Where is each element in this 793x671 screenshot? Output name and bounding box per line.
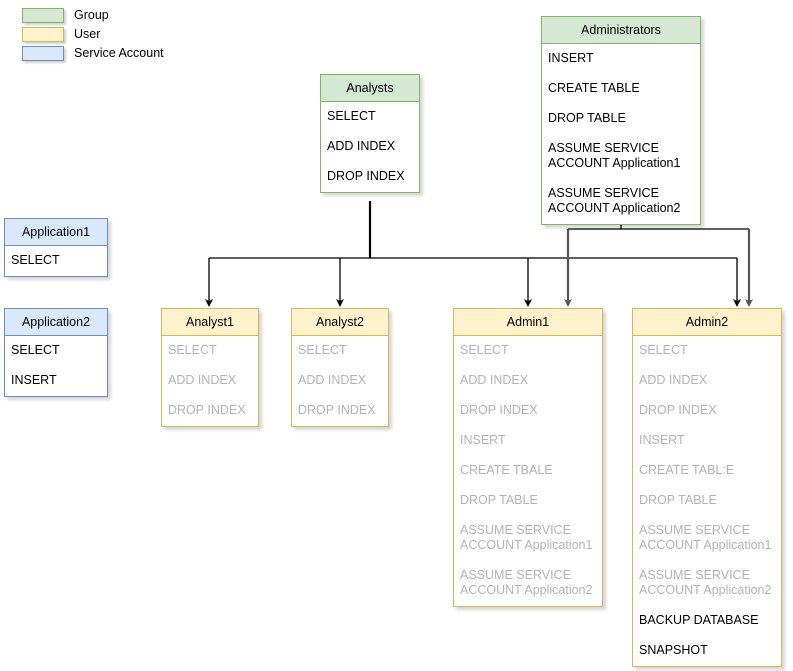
permission-item: INSERT — [460, 433, 506, 447]
permission-item: SELECT — [11, 343, 60, 357]
node-admin1-title: Admin1 — [454, 309, 602, 336]
legend-swatch-group — [22, 8, 64, 23]
node-analyst1-permissions: SELECT ADD INDEX DROP INDEX — [162, 336, 258, 426]
legend-label-group: Group — [74, 8, 109, 22]
permission-item: INSERT — [639, 433, 685, 447]
node-application1-title: Application1 — [5, 219, 107, 246]
permission-item: ASSUME SERVICE ACCOUNT Application2 — [639, 568, 772, 597]
permission-item: DROP INDEX — [460, 403, 538, 417]
legend-swatch-service-account — [22, 46, 64, 61]
permission-item: DROP INDEX — [327, 169, 405, 183]
legend-label-service-account: Service Account — [74, 46, 164, 60]
permission-item: DROP TABLE — [639, 493, 717, 507]
node-administrators[interactable]: Administrators INSERT CREATE TABLE DROP … — [541, 16, 701, 225]
legend-swatch-user — [22, 27, 64, 42]
permission-item: ADD INDEX — [460, 373, 529, 387]
node-administrators-title: Administrators — [542, 17, 700, 44]
legend-label-user: User — [74, 27, 101, 41]
node-application1-permissions: SELECT — [5, 246, 107, 276]
node-analyst1-title: Analyst1 — [162, 309, 258, 336]
node-admin1-permissions: SELECT ADD INDEX DROP INDEX INSERT CREAT… — [454, 336, 602, 606]
node-analysts-title: Analysts — [321, 75, 419, 102]
node-application2-title: Application2 — [5, 309, 107, 336]
permission-item: SELECT — [11, 253, 60, 267]
node-analyst2-permissions: SELECT ADD INDEX DROP INDEX — [292, 336, 388, 426]
permission-item: INSERT — [11, 373, 57, 387]
permission-item: SELECT — [639, 343, 688, 357]
node-admin2-permissions: SELECT ADD INDEX DROP INDEX INSERT CREAT… — [633, 336, 781, 666]
permission-item: ADD INDEX — [168, 373, 237, 387]
node-application2[interactable]: Application2 SELECT INSERT — [4, 308, 108, 397]
node-application2-permissions: SELECT INSERT — [5, 336, 107, 396]
node-analyst2-title: Analyst2 — [292, 309, 388, 336]
permission-item: ASSUME SERVICE ACCOUNT Application2 — [548, 186, 681, 215]
permission-item: DROP INDEX — [168, 403, 246, 417]
permission-item: ADD INDEX — [639, 373, 708, 387]
node-admin2[interactable]: Admin2 SELECT ADD INDEX DROP INDEX INSER… — [632, 308, 782, 667]
node-analyst1[interactable]: Analyst1 SELECT ADD INDEX DROP INDEX — [161, 308, 259, 427]
permission-item: ASSUME SERVICE ACCOUNT Application1 — [460, 523, 593, 552]
node-admin2-title: Admin2 — [633, 309, 781, 336]
permission-item: DROP TABLE — [460, 493, 538, 507]
permission-item: INSERT — [548, 51, 594, 65]
permission-item: DROP INDEX — [298, 403, 376, 417]
node-analysts-permissions: SELECT ADD INDEX DROP INDEX — [321, 102, 419, 192]
permission-item: BACKUP DATABASE — [639, 613, 759, 627]
permission-item: ADD INDEX — [298, 373, 367, 387]
permission-item: ADD INDEX — [327, 139, 396, 153]
permission-item: DROP INDEX — [639, 403, 717, 417]
node-analysts[interactable]: Analysts SELECT ADD INDEX DROP INDEX — [320, 74, 420, 193]
permission-item: ASSUME SERVICE ACCOUNT Application1 — [548, 141, 681, 170]
permission-item: ASSUME SERVICE ACCOUNT Application1 — [639, 523, 772, 552]
permission-item: ASSUME SERVICE ACCOUNT Application2 — [460, 568, 593, 597]
node-application1[interactable]: Application1 SELECT — [4, 218, 108, 277]
permission-item: SELECT — [298, 343, 347, 357]
node-admin1[interactable]: Admin1 SELECT ADD INDEX DROP INDEX INSER… — [453, 308, 603, 607]
node-administrators-permissions: INSERT CREATE TABLE DROP TABLE ASSUME SE… — [542, 44, 700, 224]
permission-item: SNAPSHOT — [639, 643, 708, 657]
permission-item: SELECT — [460, 343, 509, 357]
permission-item: CREATE TBALE — [460, 463, 553, 477]
node-analyst2[interactable]: Analyst2 SELECT ADD INDEX DROP INDEX — [291, 308, 389, 427]
permission-item: CREATE TABL:E — [639, 463, 735, 477]
permission-item: DROP TABLE — [548, 111, 626, 125]
permission-item: SELECT — [168, 343, 217, 357]
permission-item: SELECT — [327, 109, 376, 123]
permission-item: CREATE TABLE — [548, 81, 640, 95]
